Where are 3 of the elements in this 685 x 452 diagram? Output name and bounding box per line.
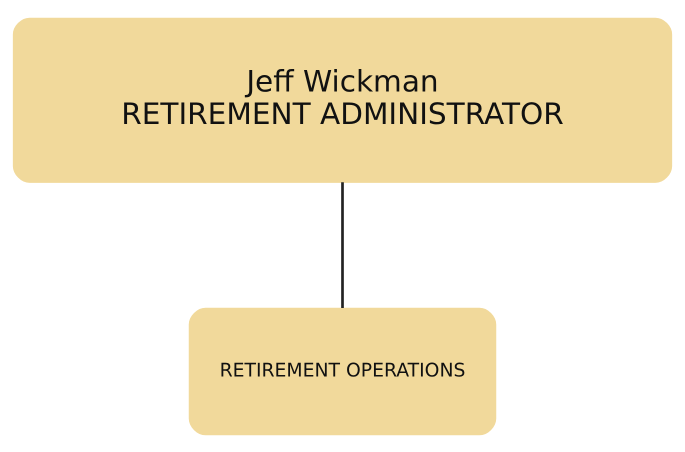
connector <box>341 182 344 308</box>
node-box: Jeff Wickman RETIREMENT ADMINISTRATOR <box>12 17 672 182</box>
node-box: RETIREMENT OPERATIONS <box>188 307 496 435</box>
